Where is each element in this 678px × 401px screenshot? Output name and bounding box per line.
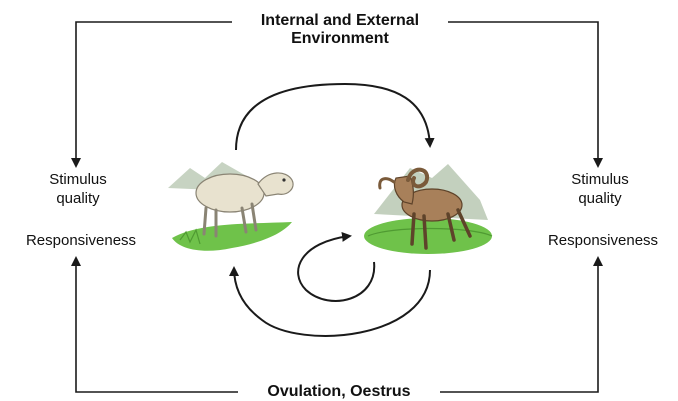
top-label-line2: Environment	[232, 30, 448, 48]
left-stimulus-label: Stimulus	[26, 170, 130, 189]
left-quality-label: quality	[26, 189, 130, 208]
top-label-line1: Internal and External	[232, 12, 448, 30]
ram-illustration	[364, 164, 492, 254]
left-responsiveness-label: Responsiveness	[6, 231, 156, 250]
right-stimulus-label: Stimulus	[548, 170, 652, 189]
bottom-label-text: Ovulation, Oestrus	[238, 383, 440, 401]
bottom-right-connector	[440, 258, 598, 392]
top-right-connector	[448, 22, 598, 166]
right-responsiveness-label: Responsiveness	[528, 231, 678, 250]
bottom-left-connector	[76, 258, 238, 392]
right-stimulus-group: Stimulus quality	[548, 170, 652, 208]
right-quality-label: quality	[548, 189, 652, 208]
top-left-connector	[76, 22, 232, 166]
top-label: Internal and External Environment	[232, 12, 448, 48]
arc-ram-to-ewe	[234, 268, 430, 336]
ewe-illustration	[168, 162, 293, 251]
bottom-label: Ovulation, Oestrus	[238, 383, 440, 401]
arc-self-loop	[298, 236, 374, 301]
arc-ewe-to-ram	[236, 84, 430, 150]
left-stimulus-group: Stimulus quality	[26, 170, 130, 208]
